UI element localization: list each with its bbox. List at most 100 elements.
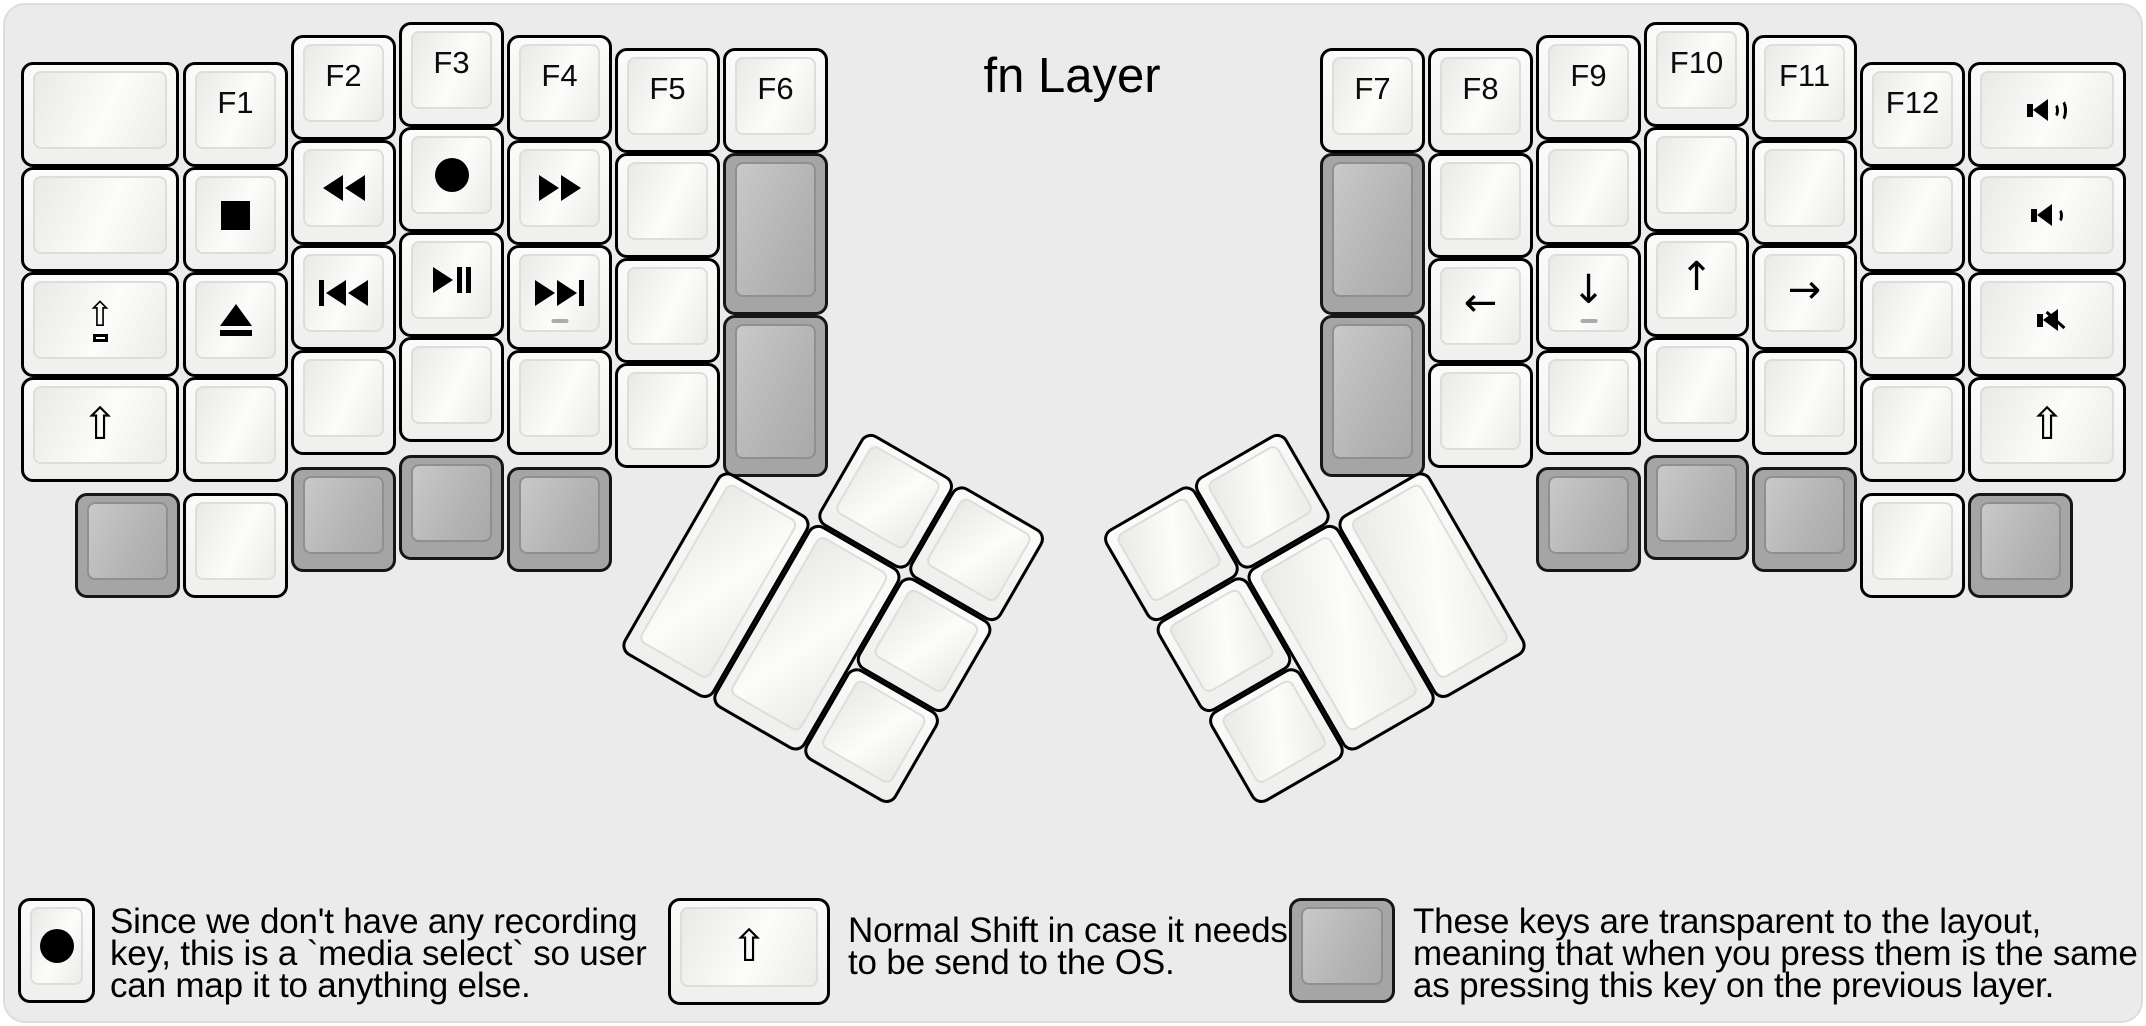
key-prev-track[interactable] [291, 245, 396, 350]
keycap-surface: F5 [627, 57, 708, 135]
key-transparent[interactable] [1968, 493, 2073, 598]
key-eject[interactable] [183, 272, 288, 377]
keycap-surface: ⇧ [33, 281, 167, 359]
mute-icon [2037, 308, 2066, 332]
keycap-surface [303, 149, 384, 227]
keycap-surface [1872, 176, 1953, 254]
key-blank[interactable] [1536, 140, 1641, 245]
key-blank[interactable] [1428, 363, 1533, 468]
key-blank[interactable] [183, 377, 288, 482]
key-blank[interactable] [1860, 167, 1965, 272]
key-arrow-left[interactable]: ← [1428, 258, 1533, 363]
key-transparent[interactable] [1536, 467, 1641, 572]
key-transparent[interactable] [1320, 315, 1425, 477]
shift-icon: ⇧ [2028, 399, 2066, 450]
key-f5[interactable]: F5 [615, 48, 720, 153]
keycap-surface [33, 176, 167, 254]
key-blank[interactable] [399, 337, 504, 442]
key-blank[interactable] [1752, 350, 1857, 455]
key-transparent[interactable] [723, 315, 828, 477]
record-icon [39, 929, 74, 963]
key-blank[interactable] [615, 363, 720, 468]
keycap-surface [1764, 359, 1845, 437]
key-f11[interactable]: F11 [1752, 35, 1857, 140]
key-arrow-right[interactable]: → [1752, 245, 1857, 350]
key-f2[interactable]: F2 [291, 35, 396, 140]
keycap-surface [735, 162, 816, 297]
arrow-right-icon: → [1787, 267, 1822, 313]
key-f9[interactable]: F9 [1536, 35, 1641, 140]
key-record[interactable] [399, 127, 504, 232]
key-f3[interactable]: F3 [399, 22, 504, 127]
key-arrow-up[interactable]: ↑ [1644, 232, 1749, 337]
key-blank[interactable] [1644, 337, 1749, 442]
legend-key-transparent [1289, 898, 1395, 1003]
keycap-surface [303, 254, 384, 332]
key-play-pause[interactable] [399, 232, 504, 337]
keycap-surface: ⇧ [680, 907, 818, 987]
key-transparent[interactable] [1320, 153, 1425, 315]
key-fast-forward[interactable] [507, 140, 612, 245]
key-f6[interactable]: F6 [723, 48, 828, 153]
key-transparent[interactable] [507, 467, 612, 572]
key-transparent[interactable] [1752, 467, 1857, 572]
key-blank[interactable] [1860, 493, 1965, 598]
keycap-surface [303, 359, 384, 437]
key-next-track[interactable] [507, 245, 612, 350]
keycap-surface: F12 [1872, 71, 1953, 149]
key-rewind[interactable] [291, 140, 396, 245]
key-blank[interactable] [1860, 272, 1965, 377]
key-caps-lock[interactable]: ⇧ [21, 272, 179, 377]
key-transparent[interactable] [75, 493, 180, 598]
key-blank[interactable] [21, 62, 179, 167]
keycap-surface [195, 281, 276, 359]
key-transparent[interactable] [399, 455, 504, 560]
key-volume-up[interactable] [1968, 62, 2126, 167]
keycap-surface: F8 [1440, 57, 1521, 135]
keycap-surface [1980, 502, 2061, 580]
secondary-underscore-mark [1580, 319, 1597, 323]
key-blank[interactable] [1644, 127, 1749, 232]
key-arrow-down[interactable]: ↓ [1536, 245, 1641, 350]
keycap-surface [1872, 281, 1953, 359]
key-blank[interactable] [1860, 377, 1965, 482]
key-shift-right[interactable]: ⇧ [1968, 377, 2126, 482]
shift-icon: ⇧ [730, 921, 768, 972]
keycap-surface [1980, 281, 2114, 359]
key-f7[interactable]: F7 [1320, 48, 1425, 153]
key-mute[interactable] [1968, 272, 2126, 377]
key-f4[interactable]: F4 [507, 35, 612, 140]
keycap-surface: F7 [1332, 57, 1413, 135]
key-transparent[interactable] [291, 467, 396, 572]
key-blank[interactable] [1752, 140, 1857, 245]
key-f1[interactable]: F1 [183, 62, 288, 167]
rewind-icon [322, 175, 365, 201]
caps-lock-shift-icon: ⇧ [86, 298, 114, 342]
key-shift-left[interactable]: ⇧ [21, 377, 179, 482]
key-blank[interactable] [1536, 350, 1641, 455]
key-blank[interactable] [183, 493, 288, 598]
keycap-surface: ↓ [1548, 254, 1629, 332]
key-blank[interactable] [291, 350, 396, 455]
key-volume-down[interactable] [1968, 167, 2126, 272]
keycap-surface [627, 162, 708, 240]
key-blank[interactable] [1428, 153, 1533, 258]
legend-annotation-line: to be send to the OS. [848, 943, 1175, 982]
key-blank[interactable] [21, 167, 179, 272]
key-stop[interactable] [183, 167, 288, 272]
keycap-surface [519, 149, 600, 227]
key-transparent[interactable] [1644, 455, 1749, 560]
keycap-surface [1332, 324, 1413, 459]
key-blank[interactable] [615, 258, 720, 363]
volume-up-icon [2027, 98, 2067, 122]
key-blank[interactable] [507, 350, 612, 455]
key-f10[interactable]: F10 [1644, 22, 1749, 127]
key-f12[interactable]: F12 [1860, 62, 1965, 167]
legend-annotation-line: meaning that when you press them is the … [1413, 934, 2138, 973]
keycap-surface [1872, 386, 1953, 464]
key-f8[interactable]: F8 [1428, 48, 1533, 153]
key-blank[interactable] [615, 153, 720, 258]
key-transparent[interactable] [723, 153, 828, 315]
keycap-surface [411, 136, 492, 214]
arrow-left-icon: ← [1463, 280, 1498, 326]
